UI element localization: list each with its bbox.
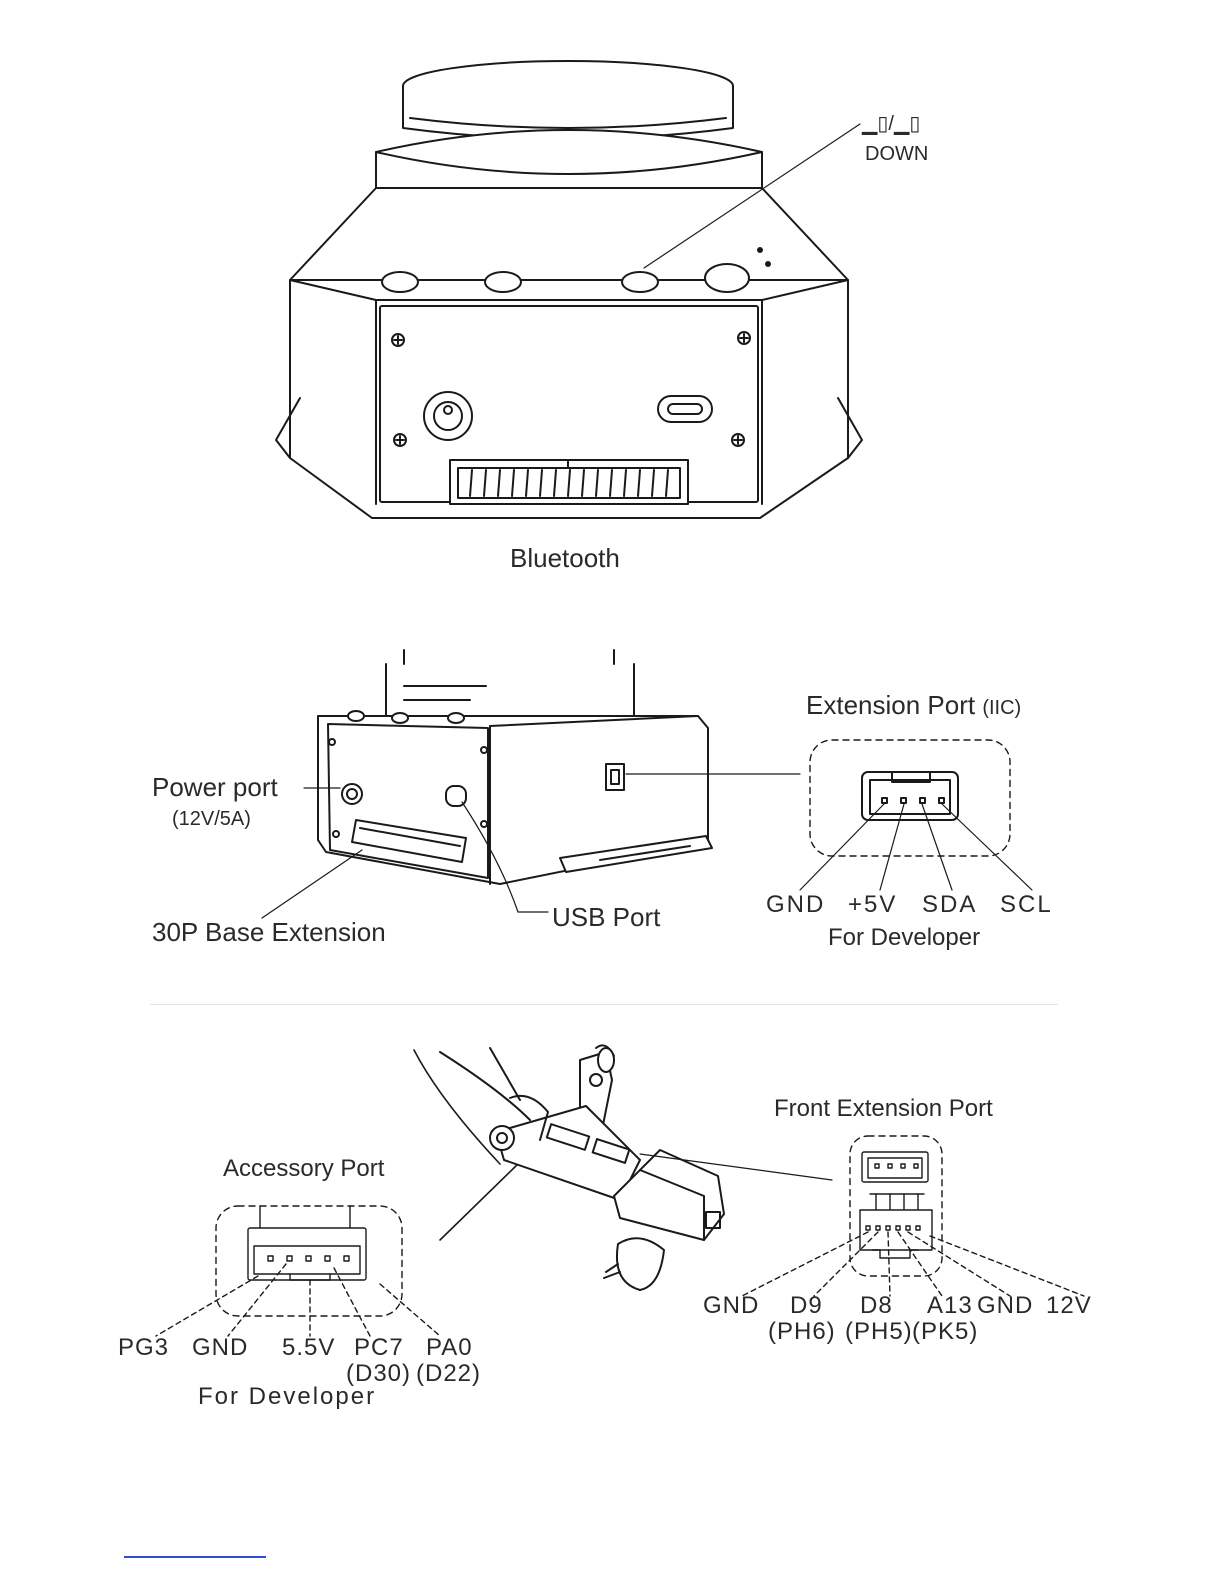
front-pin-label: A13: [927, 1294, 973, 1318]
front-extension-port-title: Front Extension Port: [774, 1097, 993, 1121]
accessory-pin-sublabel: (D22): [416, 1362, 481, 1386]
figure1-caption: Bluetooth: [510, 545, 620, 571]
footer-rule: [124, 1556, 266, 1558]
front-pin-sublabel: (PH6): [768, 1320, 836, 1344]
extension-port-title-text: Extension Port: [806, 690, 975, 720]
accessory-developer-note: For Developer: [198, 1385, 376, 1409]
accessory-port-title: Accessory Port: [223, 1157, 384, 1181]
front-pin-label: GND: [703, 1294, 759, 1318]
extension-port-title: Extension Port (IIC): [806, 692, 1021, 718]
front-pin-label: D8: [860, 1294, 893, 1318]
iic-pin-label: GND: [766, 893, 825, 917]
iic-pin-label: SCL: [1000, 893, 1053, 917]
front-pin-sublabel: (PH5): [845, 1320, 913, 1344]
down-button-label: DOWN: [865, 144, 928, 164]
accessory-pin-label: 5.5V: [282, 1336, 335, 1360]
front-pin-sublabel: (PK5): [912, 1320, 978, 1344]
accessory-pin-label: PA0: [426, 1336, 473, 1360]
robot-base-front-view: [276, 61, 862, 518]
front-pin-label: 12V: [1046, 1294, 1092, 1318]
base-extension-label: 30P Base Extension: [152, 919, 386, 945]
section-divider: [150, 1004, 1058, 1005]
usb-port-label: USB Port: [552, 904, 660, 930]
power-port-label: Power port: [152, 774, 278, 800]
extension-port-suffix: (IIC): [982, 697, 1021, 719]
front-pin-label: GND: [977, 1294, 1033, 1318]
front-extension-port-zoom: [742, 1136, 1084, 1296]
accessory-pin-label: GND: [192, 1336, 248, 1360]
iic-developer-note: For Developer: [828, 926, 980, 950]
accessory-pin-label: PC7: [354, 1336, 404, 1360]
accessory-pin-label: PG3: [118, 1336, 169, 1360]
down-button-glyph: ▁▯/▁▯: [862, 114, 920, 134]
iic-pin-label: SDA: [922, 893, 977, 917]
accessory-port-zoom: [156, 1206, 440, 1336]
power-port-spec: (12V/5A): [172, 809, 251, 829]
iic-pin-label: +5V: [848, 893, 897, 917]
robot-arm-end-view: [414, 1045, 832, 1290]
front-pin-label: D9: [790, 1294, 823, 1318]
